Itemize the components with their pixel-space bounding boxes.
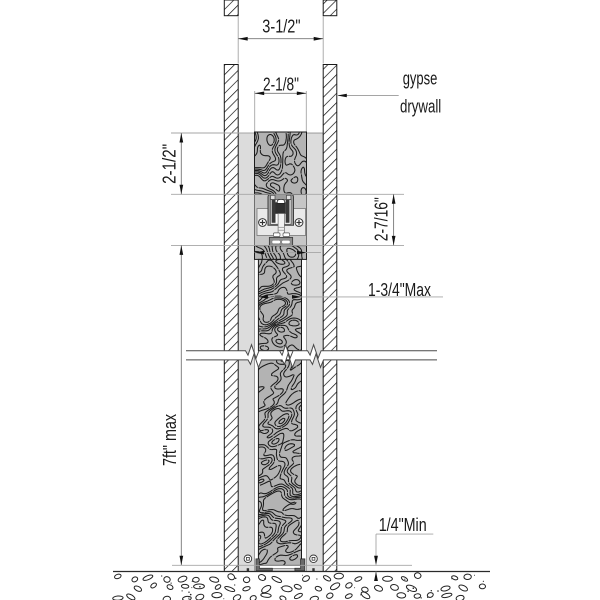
svg-text:2-7/16": 2-7/16" <box>371 197 392 241</box>
svg-text:1-3/4"Max: 1-3/4"Max <box>368 279 431 300</box>
svg-text:1/4"Min: 1/4"Min <box>379 514 427 535</box>
svg-text:3-1/2": 3-1/2" <box>262 16 300 37</box>
svg-text:2-1/2": 2-1/2" <box>158 144 179 184</box>
svg-text:gypse: gypse <box>403 67 438 88</box>
svg-text:drywall: drywall <box>400 95 441 116</box>
svg-text:2-1/8": 2-1/8" <box>263 73 299 94</box>
svg-text:7ft" max: 7ft" max <box>159 414 180 466</box>
